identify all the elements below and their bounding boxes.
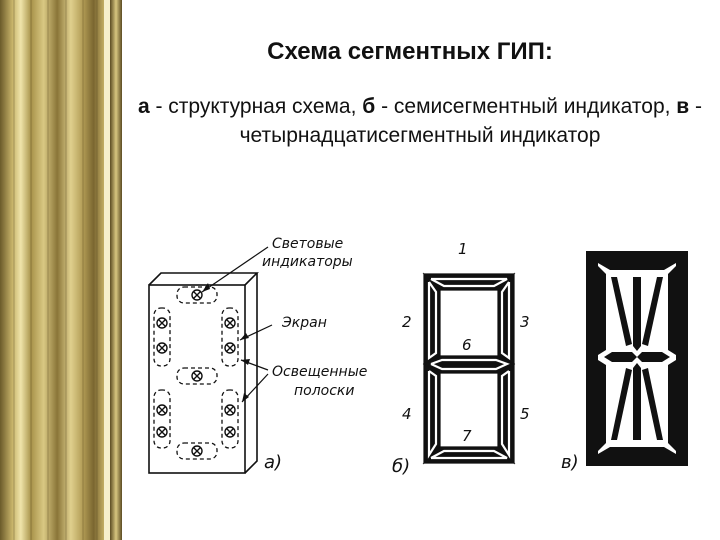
led-indicator-icon	[191, 370, 203, 382]
segment-number-5: 5	[520, 405, 530, 423]
led-indicator-icon	[224, 342, 236, 354]
led-indicator-icon	[191, 289, 203, 301]
screen-box-front	[148, 284, 246, 474]
screen-box-side	[244, 273, 258, 474]
segment-diagonal-upper-left	[611, 277, 632, 346]
segment-number-3: 3	[520, 313, 530, 331]
subtitle-text-v: - четырнадцатисегментный индикатор	[239, 95, 703, 147]
segment-upper-left	[598, 266, 606, 355]
label-lit-strips-line2: полоски	[294, 383, 355, 399]
arrowhead	[242, 393, 249, 402]
segment-center-upper	[633, 277, 641, 351]
arrowhead	[202, 283, 210, 292]
label-light-indicators-line1: Световые	[272, 236, 344, 252]
subtitle-text-a: - структурная схема,	[149, 95, 363, 118]
led-indicator-icon	[156, 317, 168, 329]
segment-1-inner	[430, 277, 508, 288]
strip-upper-right	[221, 307, 239, 367]
caption-b: б)	[392, 456, 411, 477]
outer-frame	[586, 251, 688, 466]
segment-6-inner	[430, 358, 510, 371]
segment-4-inner	[427, 370, 438, 459]
segment-number-4: 4	[402, 405, 412, 423]
led-indicator-icon	[224, 317, 236, 329]
strip-upper-left	[153, 307, 171, 367]
caption-a: а)	[264, 452, 283, 473]
led-indicator-icon	[224, 404, 236, 416]
segment-lower-left	[598, 360, 606, 451]
segment-number-1: 1	[458, 240, 468, 258]
segment-5-inner	[500, 370, 511, 459]
slide-subtitle: а - структурная схема, б - семисегментны…	[130, 92, 710, 150]
segment-upper-right	[668, 266, 676, 355]
strip-top	[176, 286, 218, 304]
label-screen: Экран	[282, 315, 327, 331]
subtitle-text-b: - семисегментный индикатор,	[375, 95, 677, 118]
segment-lower-right	[668, 360, 676, 451]
segment-diagonal-upper-right	[642, 277, 663, 346]
slide-title: Схема сегментных ГИП:	[267, 38, 553, 65]
label-lit-strips-line1: Освещенные	[272, 364, 368, 380]
led-indicator-icon	[191, 445, 203, 457]
segment-2-inner	[427, 281, 438, 361]
segment-number-2: 2	[402, 313, 412, 331]
screen-box-top	[148, 272, 259, 286]
segment-top	[598, 263, 676, 270]
segment-center-lower	[633, 363, 641, 440]
segment-diagonal-lower-right	[642, 368, 663, 440]
label-light-indicators-line2: индикаторы	[262, 254, 353, 270]
segment-3-inner	[500, 281, 511, 361]
segment-number-6: 6	[462, 336, 472, 354]
led-indicator-icon	[156, 404, 168, 416]
segment-middle-right	[637, 352, 670, 362]
strip-lower-right	[221, 389, 239, 449]
segment-number-7: 7	[462, 427, 472, 445]
led-indicator-icon	[224, 426, 236, 438]
caption-v: в)	[561, 452, 579, 473]
strip-middle	[176, 367, 218, 385]
segment-bottom	[598, 447, 676, 454]
arrowhead	[241, 359, 250, 365]
strip-bottom	[176, 442, 218, 460]
segment-middle-left	[604, 352, 637, 362]
segment-7-inner	[430, 449, 508, 460]
subtitle-letter-a: а	[137, 95, 150, 118]
led-indicator-icon	[156, 426, 168, 438]
led-indicator-icon	[156, 342, 168, 354]
subtitle-letter-v: в	[676, 95, 690, 118]
leader-light-indicators	[201, 246, 269, 293]
subtitle-letter-b: б	[362, 95, 376, 118]
strip-lower-left	[153, 389, 171, 449]
segment-diagonal-lower-left	[611, 368, 632, 440]
arrowhead	[240, 333, 249, 340]
